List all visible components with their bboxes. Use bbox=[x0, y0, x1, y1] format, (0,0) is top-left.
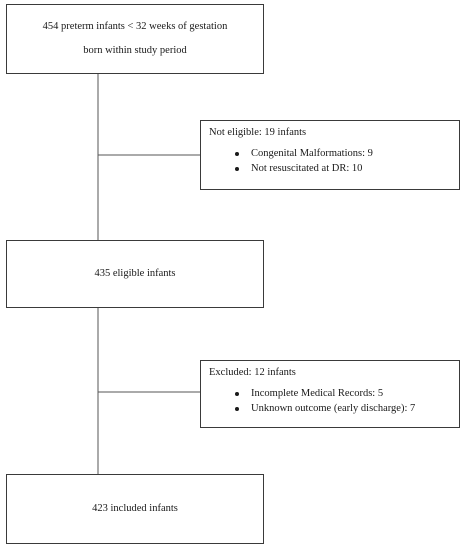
screening-box: 454 preterm infants < 32 weeks of gestat… bbox=[6, 4, 264, 74]
included-text: 423 included infants bbox=[92, 503, 178, 515]
not-eligible-item: Congenital Malformations: 9 bbox=[235, 146, 451, 161]
excluded-list: Incomplete Medical Records: 5 Unknown ou… bbox=[209, 386, 451, 416]
not-eligible-box: Not eligible: 19 infants Congenital Malf… bbox=[200, 120, 460, 190]
excluded-item: Unknown outcome (early discharge): 7 bbox=[235, 401, 451, 416]
not-eligible-title: Not eligible: 19 infants bbox=[209, 127, 307, 138]
screening-line1: 454 preterm infants < 32 weeks of gestat… bbox=[42, 21, 228, 32]
included-box: 423 included infants bbox=[6, 474, 264, 544]
screening-line2: born within study period bbox=[83, 45, 187, 56]
excluded-item: Incomplete Medical Records: 5 bbox=[235, 386, 451, 401]
eligible-text: 435 eligible infants bbox=[94, 268, 176, 280]
not-eligible-list: Congenital Malformations: 9 Not resuscit… bbox=[209, 146, 451, 176]
excluded-title: Excluded: 12 infants bbox=[209, 367, 296, 378]
eligible-box: 435 eligible infants bbox=[6, 240, 264, 308]
not-eligible-item: Not resuscitated at DR: 10 bbox=[235, 161, 451, 176]
excluded-box: Excluded: 12 infants Incomplete Medical … bbox=[200, 360, 460, 428]
